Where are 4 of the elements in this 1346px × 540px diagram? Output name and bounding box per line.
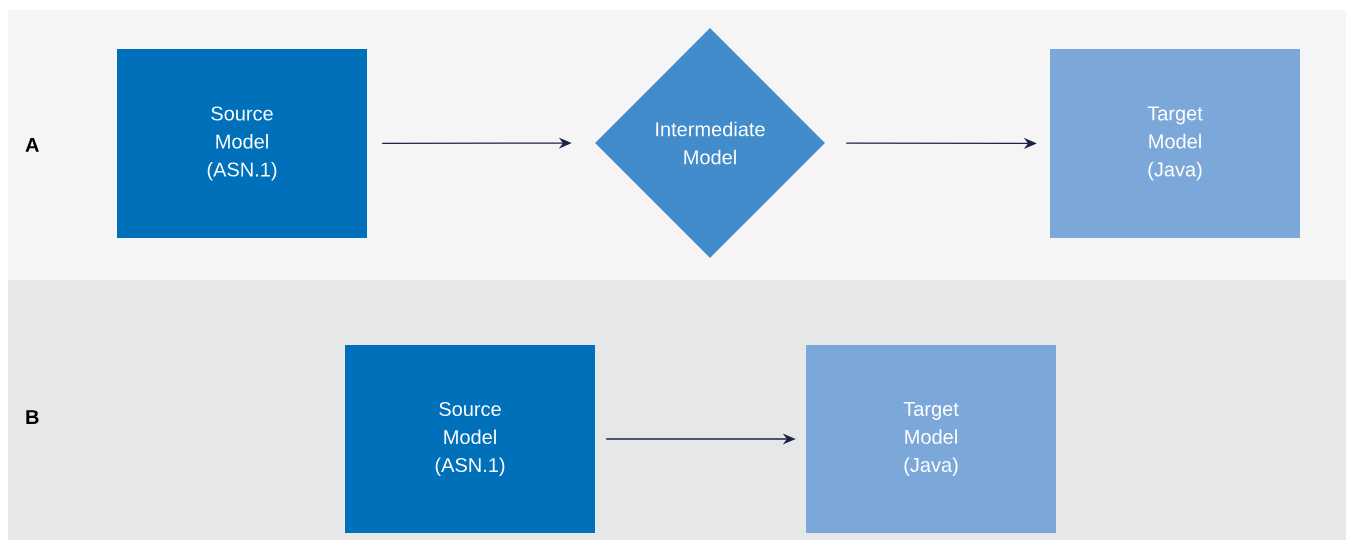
process-box: Source Model (ASN.1) <box>345 345 595 533</box>
process-box: Target Model (Java) <box>1050 49 1300 238</box>
process-box: Source Model (ASN.1) <box>117 49 367 238</box>
process-box: Target Model (Java) <box>806 345 1056 533</box>
